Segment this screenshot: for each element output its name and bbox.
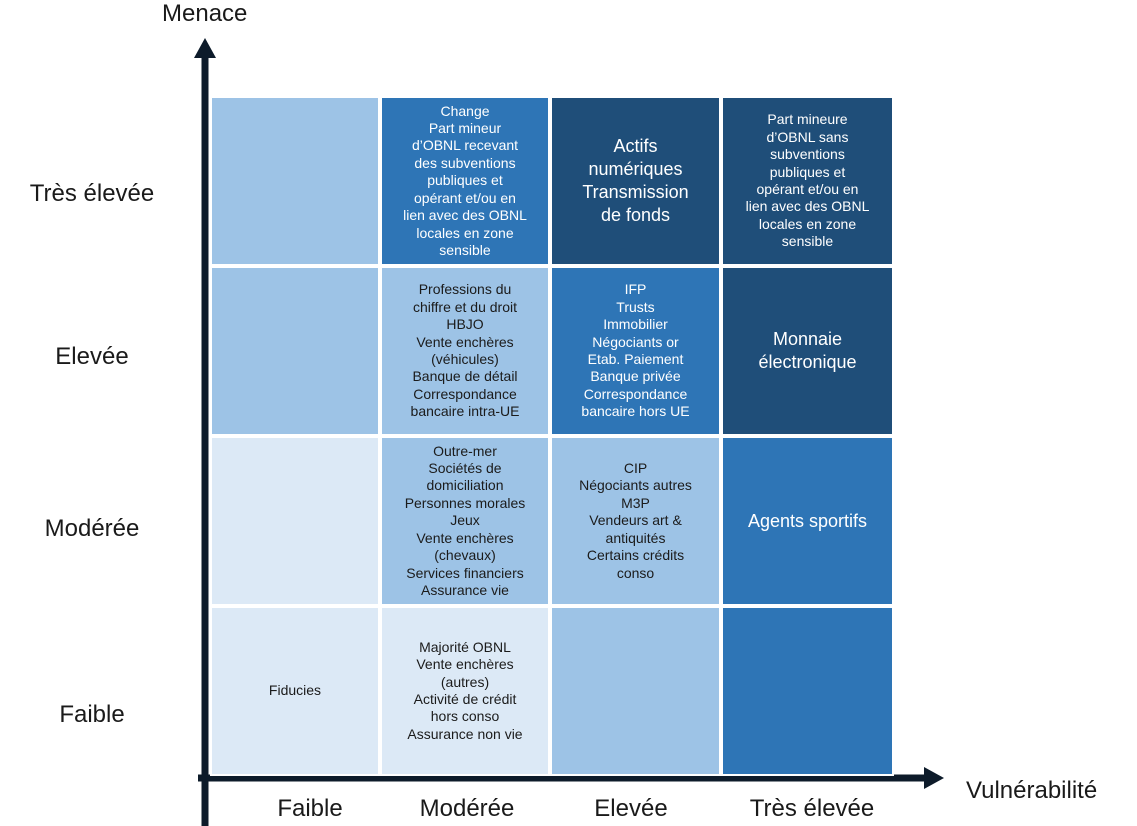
col-label-moderee: Modérée (419, 795, 515, 822)
matrix-cell: Majorité OBNL Vente enchères (autres) Ac… (380, 606, 550, 776)
x-axis-title: Vulnérabilité (966, 777, 1098, 804)
matrix-cell: Fiducies (210, 606, 380, 776)
matrix-cell (210, 266, 380, 436)
matrix-cell (550, 606, 721, 776)
y-axis-arrow (194, 38, 216, 58)
matrix-cell (210, 96, 380, 266)
matrix-cell: Actifs numériques Transmission de fonds (550, 96, 721, 266)
matrix-cell: Monnaie électronique (721, 266, 894, 436)
matrix-cell: Outre-mer Sociétés de domiciliation Pers… (380, 436, 550, 606)
y-axis-title: Menace (162, 0, 248, 27)
row-label-elevee: Elevée (55, 343, 129, 370)
col-label-elevee: Elevée (594, 795, 668, 822)
matrix-cell: Part mineure d’OBNL sans subventions pub… (721, 96, 894, 266)
matrix-cell (721, 606, 894, 776)
row-label-faible: Faible (59, 701, 125, 728)
row-label-moderee: Modérée (44, 515, 140, 542)
matrix-cell: IFP Trusts Immobilier Négociants or Etab… (550, 266, 721, 436)
matrix-cell: Change Part mineur d’OBNL recevant des s… (380, 96, 550, 266)
col-label-faible: Faible (277, 795, 343, 822)
matrix-cell: CIP Négociants autres M3P Vendeurs art &… (550, 436, 721, 606)
matrix-cell: Agents sportifs (721, 436, 894, 606)
matrix-cell: Professions du chiffre et du droit HBJO … (380, 266, 550, 436)
x-axis-arrow (924, 767, 944, 789)
matrix-cell (210, 436, 380, 606)
col-label-tres-elevee: Très élevée (749, 795, 875, 822)
row-label-tres-elevee: Très élevée (29, 180, 155, 207)
